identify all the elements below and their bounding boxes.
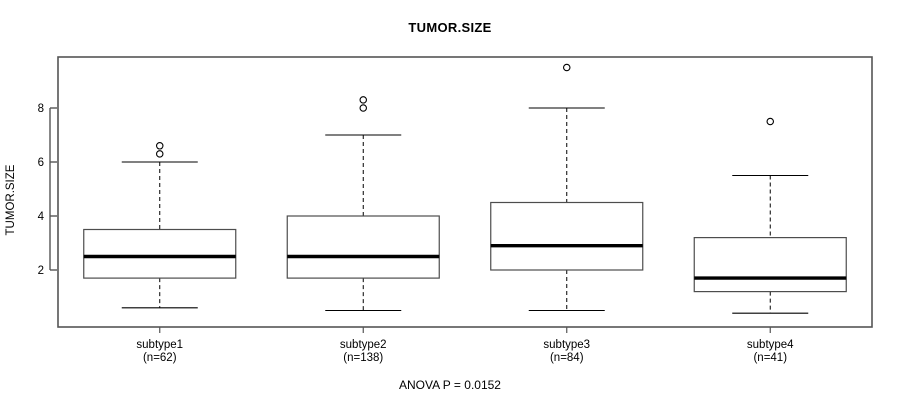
axis-layer: 2 4 6 8 [38, 56, 873, 328]
plot-frame [57, 56, 873, 328]
outlier-point [766, 117, 774, 126]
page-title: TUMOR.SIZE [408, 20, 492, 35]
outlier-point [359, 104, 367, 112]
outlier-point [156, 142, 164, 150]
x-axis-label-count: (n=62) [143, 352, 177, 364]
x-axis-label-count: (n=84) [550, 352, 584, 364]
boxes-layer [83, 63, 847, 314]
box-iqr [83, 228, 237, 279]
y-axis-tick-label: 2 [38, 265, 44, 277]
box-iqr [490, 201, 644, 271]
x-axis-label-name: subtype3 [543, 339, 590, 351]
box-iqr [286, 215, 440, 279]
outlier-point [359, 96, 367, 104]
y-axis-tick-label: 6 [38, 157, 44, 169]
outlier-point [562, 63, 571, 72]
outlier-point [156, 150, 164, 158]
x-axis-label-name: subtype4 [747, 339, 794, 351]
x-axis-label-name: subtype1 [136, 339, 183, 351]
anova-p-value-footer: ANOVA P = 0.0152 [399, 378, 501, 392]
x-axis-label-count: (n=138) [343, 352, 383, 364]
box-iqr [693, 237, 847, 293]
boxplot-group-subtype3 [490, 63, 644, 312]
x-axis-label-name: subtype2 [340, 339, 387, 351]
y-axis-tick-label: 8 [38, 103, 44, 115]
boxplot-group-subtype2 [286, 96, 440, 312]
x-axis-labels-layer: subtype1(n=62)subtype2(n=138)subtype3(n=… [136, 327, 794, 364]
y-axis-tick-label: 4 [38, 211, 45, 223]
boxplot-group-subtype4 [693, 117, 847, 314]
boxplot-group-subtype1 [83, 142, 237, 309]
x-axis-label-count: (n=41) [753, 352, 787, 364]
